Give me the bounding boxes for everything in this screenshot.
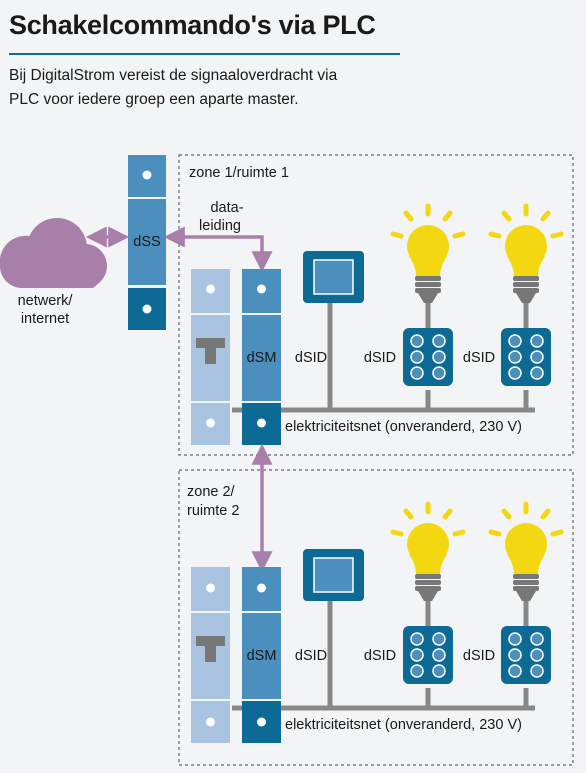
page-title: Schakelcommando's via PLC [9, 10, 376, 40]
zone-2-dsm-label: dSM [247, 648, 277, 664]
data-line-arrow [163, 226, 273, 273]
page-subtitle: Bij DigitalStrom vereist de signaaloverd… [9, 64, 429, 112]
zone-2-switch-label: dSID [295, 648, 327, 664]
zone-2-lamp-1-icon [393, 504, 463, 601]
zone-2-wall-switch [303, 549, 364, 601]
zone-1-dsid-module-1 [402, 327, 454, 387]
zone-1-dsm-meter [242, 269, 281, 445]
zone-2-circuit-breaker [191, 567, 230, 743]
zone-2-label-line-2: ruimte 2 [187, 503, 239, 519]
data-line-label-line-2: leiding [199, 218, 241, 234]
zone-1-wall-switch [303, 251, 364, 303]
zone-1-wiring [232, 302, 535, 413]
zone-1-device-2-label: dSID [463, 350, 495, 366]
zone-2-wiring [232, 600, 535, 711]
zone-1-dsid-module-2 [500, 327, 552, 387]
zone-1-mains-label: elektriciteitsnet (onveranderd, 230 V) [285, 419, 522, 435]
zone-2-border [178, 469, 574, 766]
cloud-label-line-2: internet [21, 311, 69, 327]
data-line-label-line-1: data- [210, 200, 243, 216]
zone-2-label-line-1: zone 2/ [187, 484, 236, 500]
zone-1-border [178, 154, 574, 456]
subtitle-line-1: Bij DigitalStrom vereist de signaaloverd… [9, 67, 338, 84]
title-underline [9, 53, 400, 55]
zone-2-mains-label: elektriciteitsnet (onveranderd, 230 V) [285, 717, 522, 733]
zone-1-device-1-label: dSID [364, 350, 396, 366]
cloud-icon [0, 218, 107, 288]
zone-2-dsm-meter [242, 567, 281, 743]
cloud-label-line-1: netwerk/ [18, 293, 74, 309]
zone-1-label: zone 1/ruimte 1 [189, 165, 289, 181]
zone-1-lamp-2-icon [491, 206, 561, 303]
zone-2-lamp-2-icon [491, 504, 561, 601]
zone-1-dsm-label: dSM [247, 350, 277, 366]
dss-label: dSS [133, 234, 160, 250]
zone-1-circuit-breaker [191, 269, 230, 445]
zone-2-device-1-label: dSID [364, 648, 396, 664]
zone-1-lamp-1-icon [393, 206, 463, 303]
zone-2-device-2-label: dSID [463, 648, 495, 664]
subtitle-line-2: PLC voor iedere groep een aparte master. [9, 91, 299, 108]
dss-server [128, 155, 166, 330]
zone-1-switch-label: dSID [295, 350, 327, 366]
zone-2-dsid-module-2 [500, 625, 552, 685]
zone-2-dsid-module-1 [402, 625, 454, 685]
